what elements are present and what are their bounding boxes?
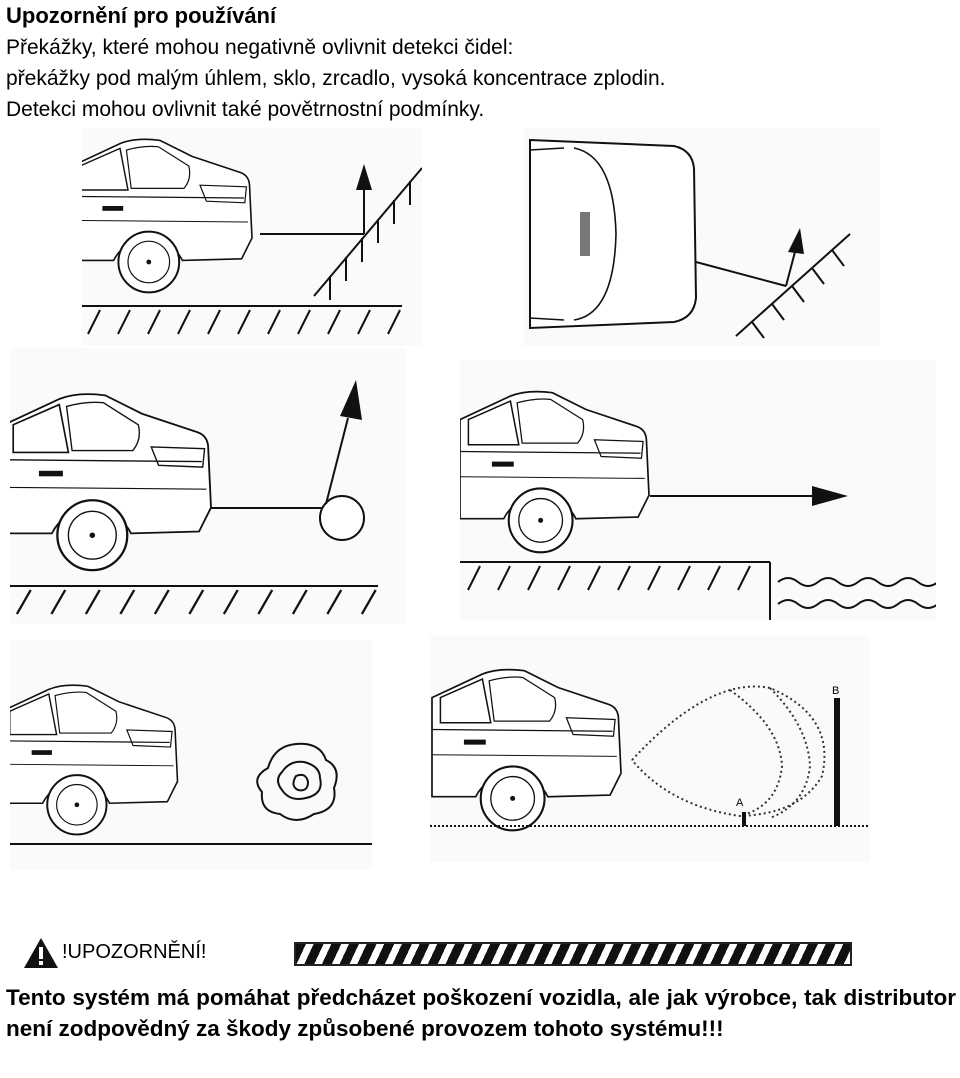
intro-line: překážky pod malým úhlem, sklo, zrcadlo,…: [6, 67, 666, 90]
angled-wall: [313, 167, 422, 297]
beam-arrow: [812, 486, 848, 506]
hazard-stripe: [294, 942, 852, 966]
post-b: [834, 698, 840, 826]
ground-hatch: [82, 305, 403, 335]
figure-edge-water: [460, 360, 936, 620]
label-a: A: [736, 797, 744, 809]
intro-line: Překážky, které mohou negativně ovlivnit…: [6, 36, 514, 59]
figure-exhaust-smoke: [10, 640, 372, 870]
post-a: [742, 812, 746, 826]
car-illustration: [10, 392, 213, 572]
warning-label: !UPOZORNĚNÍ!: [62, 941, 207, 963]
detection-lobes: [631, 685, 826, 819]
warning-triangle-icon: [24, 938, 58, 968]
car-illustration: [460, 390, 651, 554]
ground-hatch: [10, 584, 380, 616]
car-illustration: [430, 668, 623, 832]
car-illustration: [82, 138, 254, 294]
disclaimer-text: Tento systém má pomáhat předcházet poško…: [6, 985, 956, 1041]
round-obstacle: [319, 495, 365, 541]
reflection-arrow: [356, 164, 372, 190]
smoke-cloud: [256, 742, 338, 821]
figure-angled-obstacle: [82, 128, 422, 346]
reflection-arrow: [788, 228, 804, 254]
reflection-arrow: [340, 380, 362, 420]
water-waves: [777, 577, 936, 587]
figure-detection-zone: A B: [430, 636, 870, 862]
intro-text: Překážky, které mohou negativně ovlivnit…: [6, 32, 665, 125]
warning-bar: !UPOZORNĚNÍ!: [22, 934, 852, 972]
page-heading: Upozornění pro používání: [6, 3, 277, 28]
sensor-beam: [695, 261, 787, 287]
figure-round-obstacle: [10, 348, 406, 624]
car-illustration: [10, 684, 179, 836]
angled-wall: [735, 233, 851, 337]
car-top-view: [529, 138, 698, 330]
intro-line: Detekci mohou ovlivnit také povětrnostní…: [6, 98, 485, 121]
figure-top-view-angled: [524, 128, 880, 346]
label-b: B: [832, 685, 839, 697]
